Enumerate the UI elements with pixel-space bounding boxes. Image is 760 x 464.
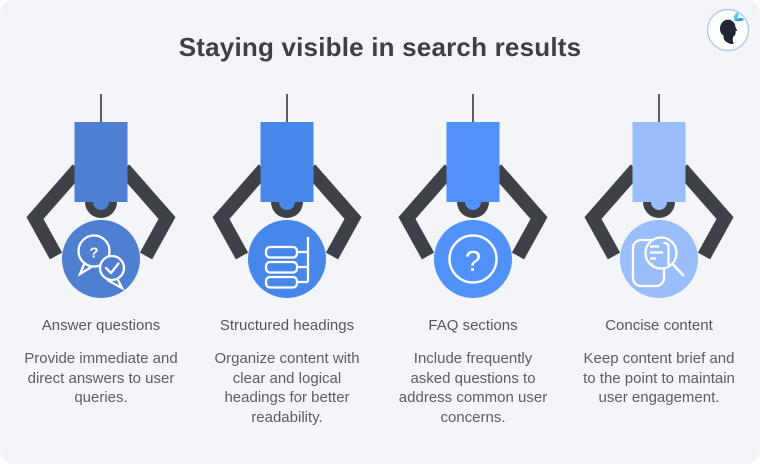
chat-question-check-icon: ?: [77, 234, 126, 291]
column-description: Provide immediate and direct answers to …: [24, 350, 178, 406]
icon-circle: [248, 220, 326, 298]
column-description: Organize content with clear and logical …: [214, 350, 360, 426]
claw-right-arm: [304, 164, 362, 260]
column-heading: Answer questions: [41, 317, 161, 334]
claw-graphic: ?: [398, 94, 548, 298]
claw-graphic: ?: [26, 94, 176, 298]
claw-body: [74, 122, 128, 202]
butterfly-wing-lower-icon: [734, 17, 744, 22]
columns-row: ? Answer questions Provide immediate and…: [8, 92, 752, 427]
check-bubble: [98, 254, 126, 282]
structured-list-icon: [264, 237, 310, 289]
checkmark: [104, 262, 120, 275]
question-bubble: [77, 234, 111, 268]
claw-body: [632, 122, 686, 202]
magnifier-handle: [671, 262, 685, 277]
heading-box: [264, 275, 299, 289]
claw-graphic: [584, 94, 734, 298]
column-heading: Concise content: [605, 317, 713, 334]
column-heading: FAQ sections: [428, 317, 518, 334]
claw-right-arm: [118, 164, 176, 260]
brand-logo: [706, 8, 750, 52]
column-description: Keep content brief and to the point to m…: [583, 350, 735, 406]
magnified-edge: [663, 241, 670, 266]
icon-circle: [434, 220, 512, 298]
infographic-title: Staying visible in search results: [178, 32, 582, 62]
column-concise-content: Concise content Keep content brief and t…: [566, 92, 752, 427]
claw-right-arm: [490, 164, 548, 260]
claw-left-arm: [212, 164, 270, 260]
heading-box: [264, 245, 299, 259]
claw-body: [446, 122, 500, 202]
question-mark-glyph: ?: [465, 246, 481, 278]
column-faq-sections: ? FAQ sections Include frequently asked …: [380, 92, 566, 427]
claw-right-arm: [676, 164, 734, 260]
question-circle-icon: ?: [448, 234, 498, 284]
column-heading: Structured headings: [219, 317, 355, 334]
claw-left-arm: [398, 164, 456, 260]
claw-left-arm: [584, 164, 642, 260]
claw-graphic: [212, 94, 362, 298]
claw-left-arm: [26, 164, 84, 260]
question-mark-glyph: ?: [89, 244, 98, 261]
column-answer-questions: ? Answer questions Provide immediate and…: [8, 92, 194, 427]
document-magnifier-icon: [631, 236, 685, 288]
head-silhouette-icon: [719, 19, 738, 45]
column-description: Include frequently asked questions to ad…: [398, 350, 548, 426]
butterfly-wing-upper-icon: [733, 12, 739, 21]
heading-box: [264, 260, 299, 274]
column-structured-headings: Structured headings Organize content wit…: [194, 92, 380, 427]
claw-body: [260, 122, 314, 202]
question-ring: [448, 234, 498, 284]
